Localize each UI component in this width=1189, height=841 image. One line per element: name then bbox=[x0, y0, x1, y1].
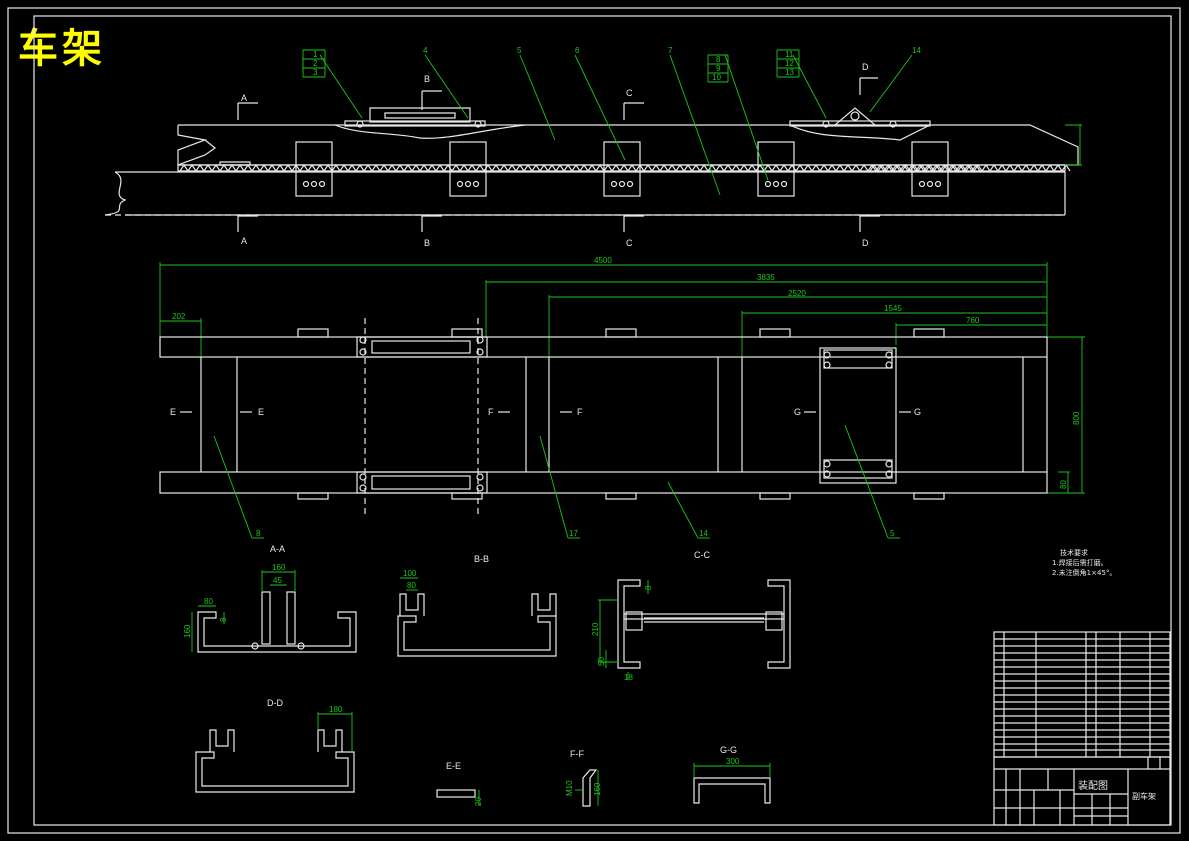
drawing-title: 车架 bbox=[18, 26, 106, 72]
ff-dim-160: 160 bbox=[593, 782, 602, 796]
aa-dim-160-top: 160 bbox=[272, 563, 286, 572]
section-marker-d-bottom: D bbox=[862, 238, 869, 248]
dim-760: 760 bbox=[966, 316, 980, 325]
section-marker-d-top: D bbox=[862, 62, 869, 72]
section-marker-c-top: C bbox=[626, 88, 633, 98]
drawing-number: 副车架 bbox=[1132, 792, 1156, 801]
section-marker-e-left: E bbox=[170, 407, 176, 417]
part-number-3: 3 bbox=[313, 68, 318, 77]
section-g-g: G-G 300 bbox=[693, 745, 771, 804]
technical-requirements: 技术要求 1.焊接后需打磨。 2.未注倒角1×45°。 bbox=[1052, 548, 1116, 578]
section-marker-c-bottom: C bbox=[626, 238, 633, 248]
part-number-5: 5 bbox=[517, 46, 522, 55]
gg-dim-300: 300 bbox=[726, 757, 740, 766]
parts-list bbox=[993, 631, 1171, 758]
section-a-a-label: A-A bbox=[270, 544, 285, 554]
part-number-11: 11 bbox=[785, 50, 794, 59]
section-marker-f-left: F bbox=[488, 407, 494, 417]
section-marker-a-bottom: A bbox=[241, 236, 247, 246]
part-number-12: 12 bbox=[785, 59, 794, 68]
dim-2520: 2520 bbox=[788, 289, 806, 298]
plan-part-17: 17 bbox=[569, 529, 578, 538]
part-number-6: 6 bbox=[575, 46, 580, 55]
tech-line-1: 1.焊接后需打磨。 bbox=[1052, 559, 1108, 567]
section-c-c-label: C-C bbox=[694, 550, 710, 560]
section-f-f-label: F-F bbox=[570, 749, 584, 759]
dim-width: 800 bbox=[1072, 411, 1081, 425]
section-marker-b-bottom: B bbox=[424, 238, 430, 248]
elevation-view: A A B B C C D D 1 2 bbox=[104, 46, 1082, 248]
dd-dim-180: 180 bbox=[329, 705, 343, 714]
inner-border bbox=[33, 15, 1172, 826]
section-e-e: E-E 20 bbox=[436, 761, 483, 806]
outer-border bbox=[7, 7, 1181, 834]
part-number-14: 14 bbox=[912, 46, 921, 55]
section-b-b-label: B-B bbox=[474, 554, 489, 564]
part-number-7: 7 bbox=[668, 46, 673, 55]
section-marker-e-right: E bbox=[258, 407, 264, 417]
cc-dim-210: 210 bbox=[591, 622, 600, 636]
part-number-13: 13 bbox=[785, 68, 794, 77]
part-number-1: 1 bbox=[313, 50, 318, 59]
part-number-4: 4 bbox=[423, 46, 428, 55]
bb-dim-80: 80 bbox=[407, 581, 416, 590]
dim-3835: 3835 bbox=[757, 273, 775, 282]
aa-dim-160-side: 160 bbox=[183, 624, 192, 638]
ff-dim-m10: M10 bbox=[565, 780, 574, 796]
aa-dim-45: 45 bbox=[273, 576, 282, 585]
plan-part-14: 14 bbox=[699, 529, 708, 538]
section-marker-g-right: G bbox=[914, 407, 921, 417]
ee-dim-20: 20 bbox=[474, 797, 483, 806]
section-b-b: B-B 100 80 bbox=[397, 554, 557, 657]
aa-dim-80: 80 bbox=[204, 597, 213, 606]
section-marker-a-top: A bbox=[241, 93, 247, 103]
tech-heading: 技术要求 bbox=[1060, 549, 1088, 557]
cc-dim-18: 18 bbox=[624, 673, 633, 682]
part-number-8: 8 bbox=[716, 55, 721, 64]
plan-view: 4500 3835 2520 1545 760 202 800 80 bbox=[159, 256, 1085, 539]
section-f-f: F-F 160 M10 bbox=[565, 749, 602, 807]
section-marker-f-right: F bbox=[577, 407, 583, 417]
aa-dim-8: 8 bbox=[219, 617, 228, 622]
dim-202: 202 bbox=[172, 312, 186, 321]
dim-overall-length: 4500 bbox=[594, 256, 612, 265]
tech-line-2: 2.未注倒角1×45°。 bbox=[1052, 569, 1117, 577]
section-d-d: D-D 180 bbox=[195, 698, 355, 793]
dim-1545: 1545 bbox=[884, 304, 902, 313]
section-d-d-label: D-D bbox=[267, 698, 283, 708]
plan-part-5: 5 bbox=[890, 529, 895, 538]
section-e-e-label: E-E bbox=[446, 761, 461, 771]
part-number-2: 2 bbox=[313, 59, 318, 68]
title-block-grid bbox=[993, 756, 1171, 826]
bb-dim-100: 100 bbox=[403, 569, 417, 578]
part-number-9: 9 bbox=[716, 64, 721, 73]
cc-dim-8: 8 bbox=[644, 585, 653, 590]
title-block: 装配图 副车架 bbox=[994, 757, 1170, 825]
plan-part-8: 8 bbox=[256, 529, 261, 538]
dim-flange: 80 bbox=[1059, 480, 1068, 489]
section-marker-b-top: B bbox=[424, 74, 430, 84]
section-marker-g-left: G bbox=[794, 407, 801, 417]
part-number-10: 10 bbox=[712, 73, 721, 82]
section-c-c: C-C 8 210 50 18 bbox=[591, 550, 791, 682]
section-a-a: A-A 160 45 80 160 8 bbox=[183, 544, 357, 653]
cc-dim-50: 50 bbox=[597, 657, 606, 666]
section-g-g-label: G-G bbox=[720, 745, 737, 755]
drawing-name: 装配图 bbox=[1078, 781, 1108, 792]
